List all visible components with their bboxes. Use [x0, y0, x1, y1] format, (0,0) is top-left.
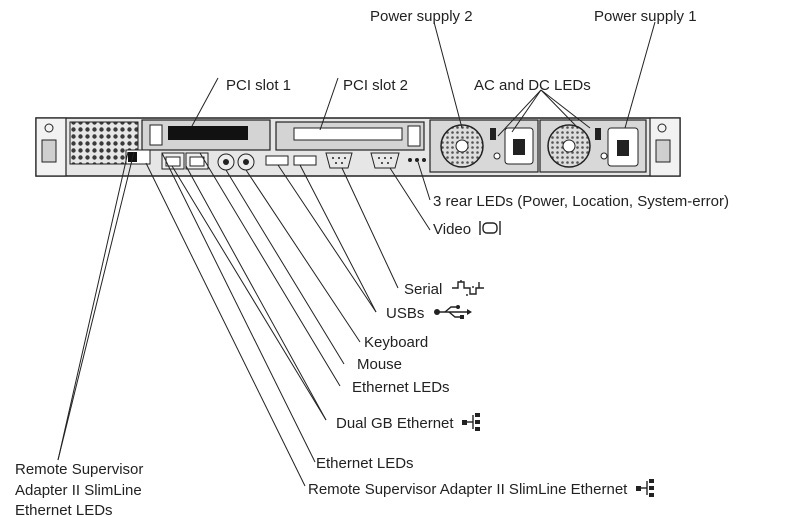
ethernet-leds-label-1: Ethernet LEDs — [352, 379, 450, 396]
pci-slot-1-label: PCI slot 1 — [226, 77, 292, 94]
pci-slot-1-bracket — [141, 119, 271, 151]
io-ports — [125, 149, 426, 171]
power-supply-1-label: Power supply 1 — [594, 8, 697, 25]
rsa-leds-label-line1: Remote Supervisor — [15, 461, 144, 478]
ac-dc-leds-label: AC and DC LEDs — [474, 77, 591, 94]
pci-slot-2-label: PCI slot 2 — [343, 77, 409, 94]
serial-label-row: Serial — [404, 279, 485, 301]
power-supply-2-unit — [429, 119, 539, 173]
rsa-ethernet-label-row: Remote Supervisor Adapter II SlimLine Et… — [308, 479, 656, 501]
video-port-icon — [479, 220, 501, 240]
pci-slot-2-bracket — [275, 121, 425, 151]
usbs-label: USBs — [386, 304, 425, 322]
video-label-row: Video — [433, 220, 501, 240]
usb-icon — [433, 304, 473, 324]
mouse-label: Mouse — [357, 356, 403, 373]
rsa-ethernet-label: Remote Supervisor Adapter II SlimLine Et… — [308, 480, 628, 498]
video-label: Video — [433, 220, 472, 238]
usbs-label-row: USBs — [386, 304, 473, 324]
keyboard-label: Keyboard — [364, 334, 429, 351]
serial-port-icon — [451, 279, 485, 301]
serial-label: Serial — [404, 280, 443, 298]
power-supply-2-label: Power supply 2 — [370, 8, 473, 25]
rear-leds-label: 3 rear LEDs (Power, Location, System-err… — [433, 193, 729, 210]
callout-lines — [57, 21, 656, 487]
power-supply-1-unit — [539, 119, 647, 173]
dual-gb-ethernet-label-row: Dual GB Ethernet — [336, 413, 482, 435]
dual-gb-ethernet-label: Dual GB Ethernet — [336, 414, 454, 432]
rsa-leds-label-line3: Ethernet LEDs — [15, 502, 113, 517]
ethernet-icon — [635, 479, 656, 501]
rsa-leds-label-line2: Adapter II SlimLine — [15, 482, 142, 499]
ethernet-leds-label-2: Ethernet LEDs — [316, 455, 414, 472]
ethernet-icon — [461, 413, 482, 435]
